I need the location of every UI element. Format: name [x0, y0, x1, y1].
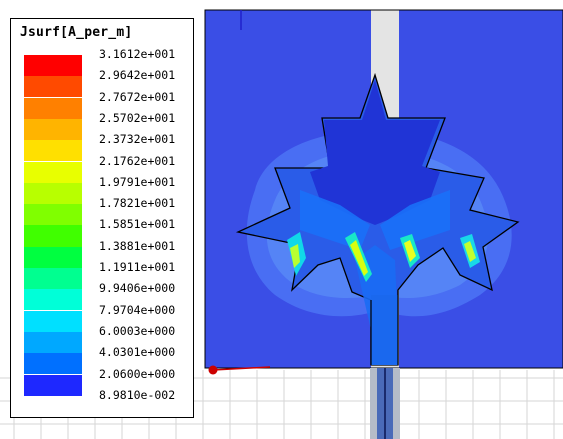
legend-swatch [24, 289, 82, 311]
legend-tick-label: 2.9642e+001 [99, 68, 176, 83]
legend-tick-label: 8.9810e-002 [99, 387, 176, 402]
legend-tick-label: 1.5851e+001 [99, 217, 176, 232]
x-axis-indicator [212, 366, 271, 371]
legend-tick-label: 1.1911e+001 [99, 260, 176, 274]
legend-swatch [24, 118, 82, 141]
legend-swatch [24, 161, 82, 183]
legend-tick-label: 2.5702e+001 [99, 110, 176, 125]
legend-tick-label: 4.0301e+000 [99, 345, 176, 360]
legend-swatch [24, 182, 82, 204]
legend-title: Jsurf[A_per_m] [20, 25, 133, 40]
legend-swatch [24, 225, 82, 247]
feed-stem [371, 295, 398, 365]
legend-swatch [24, 55, 82, 77]
legend-tick-label: 1.3881e+001 [99, 238, 176, 253]
legend-tick-label: 2.1762e+001 [99, 153, 176, 168]
patch-core [310, 80, 440, 225]
legend-swatch [24, 76, 82, 98]
field-hotspot [404, 240, 416, 262]
legend-tick-label: 2.0600e+000 [99, 366, 176, 381]
legend-swatch [24, 331, 82, 354]
legend-tick-label: 7.9704e+000 [99, 302, 176, 317]
legend-tick-label: 2.7672e+001 [99, 89, 176, 104]
field-hotspot [350, 240, 368, 276]
legend-swatch [24, 97, 82, 119]
legend-tick-label: 2.3732e+001 [99, 132, 176, 147]
legend-tick-label: 6.0003e+000 [99, 323, 176, 338]
legend-swatch [24, 353, 82, 375]
legend-swatch [24, 246, 82, 268]
legend-swatch [24, 140, 82, 162]
legend-tick-label: 1.9791e+001 [99, 174, 176, 189]
field-hotspot [290, 244, 300, 268]
legend-tick-label: 3.1612e+001 [99, 47, 176, 61]
field-region-right [380, 190, 450, 250]
legend-tick-label: 1.7821e+001 [99, 196, 176, 211]
color-legend: Jsurf[A_per_m] 3.1612e+001 2.9642e+001 2.7… [10, 18, 194, 418]
legend-swatch [24, 204, 82, 226]
legend-swatch [24, 268, 82, 290]
legend-tick-label: 9.9406e+000 [99, 281, 176, 296]
legend-swatch [24, 374, 82, 396]
legend-swatch [24, 310, 82, 332]
field-hotspot [464, 241, 476, 262]
